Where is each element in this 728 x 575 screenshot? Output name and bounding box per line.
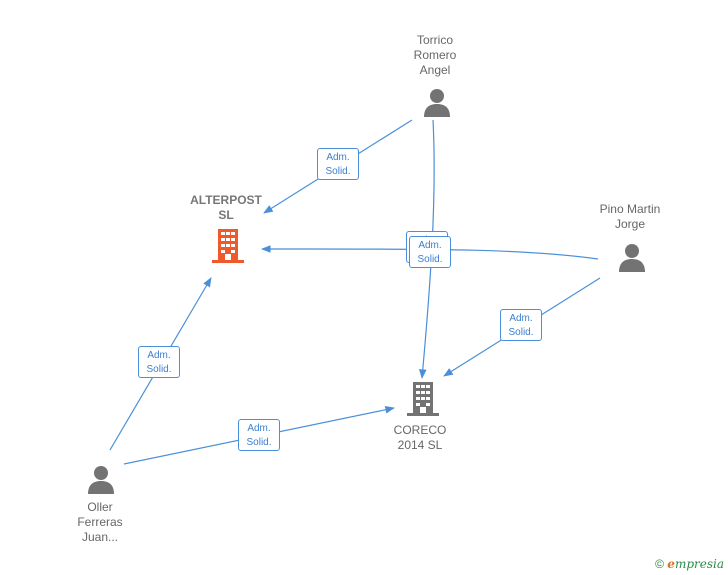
edge-badge[interactable]: Adm. Solid. [500,309,542,341]
edge-badge[interactable]: Adm. Solid. [317,148,359,180]
company-label-alterpost: ALTERPOST SL [190,193,262,222]
brand-name: empresia [667,557,724,571]
person-icon[interactable] [617,242,647,272]
person-label-torrico: Torrico Romero Angel [413,33,457,77]
edge-badge[interactable]: Adm. Solid. [138,346,180,378]
edge-pino-alterpost [261,245,599,260]
edge-badge[interactable]: Adm. Solid. [409,236,451,268]
person-icon[interactable] [422,87,452,117]
person-label-oller: Oller Ferreras Juan... [77,500,123,544]
person-label-pino: Pino Martin Jorge [599,202,661,231]
building-icon[interactable] [407,382,439,416]
building-icon[interactable] [212,229,244,263]
empresia-brand: © empresia [655,557,724,571]
copyright-symbol: © [655,557,664,571]
company-label-coreco: CORECO 2014 SL [393,423,447,452]
person-icon[interactable] [86,464,116,494]
edge-badge[interactable]: Adm. Solid. [238,419,280,451]
